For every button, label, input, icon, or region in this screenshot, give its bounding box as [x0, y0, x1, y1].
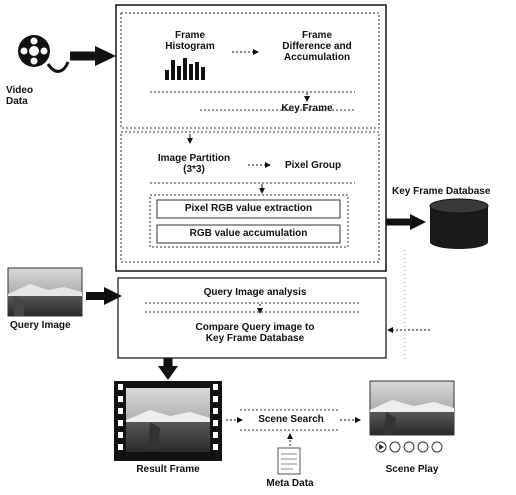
image-partition-label: Image Partition (3*3)	[157, 153, 231, 175]
film-reel-icon	[18, 35, 70, 73]
query-analysis-label: Query Image analysis	[203, 287, 307, 298]
database-icon	[429, 198, 489, 249]
rgb-accumulation-box	[156, 224, 341, 244]
histogram-icon	[165, 58, 205, 80]
video-data-label: Video Data	[6, 85, 34, 107]
rgb-extraction-label: Pixel RGB value extraction	[184, 203, 313, 214]
rgb-extraction-box	[156, 199, 341, 219]
meta-data-label: Meta Data	[266, 478, 314, 489]
compare-label: Compare Query image to Key Frame Databas…	[195, 322, 315, 344]
main-processing-panel	[115, 4, 387, 272]
scene-play-label: Scene Play	[385, 464, 439, 475]
rgb-process-group	[149, 194, 349, 248]
metadata-document-icon	[277, 447, 301, 475]
frame-difference-label: Frame Difference and Accumulation	[282, 30, 352, 63]
key-frame-database-label: Key Frame Database	[392, 186, 491, 197]
query-image-label: Query Image	[10, 320, 71, 331]
frame-histogram-label: Frame Histogram	[165, 30, 215, 52]
rgb-accumulation-label: RGB value accumulation	[189, 228, 308, 239]
result-frame-filmstrip	[114, 381, 222, 461]
playback-controls-icon	[375, 441, 443, 453]
scene-play-thumbnail	[369, 380, 455, 436]
query-image-thumbnail	[7, 267, 83, 317]
key-frame-label: Key Frame	[281, 103, 333, 114]
pixel-group-label: Pixel Group	[284, 160, 342, 171]
scene-search-label: Scene Search	[258, 414, 324, 425]
query-analysis-panel	[117, 277, 387, 359]
result-frame-label: Result Frame	[136, 464, 200, 475]
